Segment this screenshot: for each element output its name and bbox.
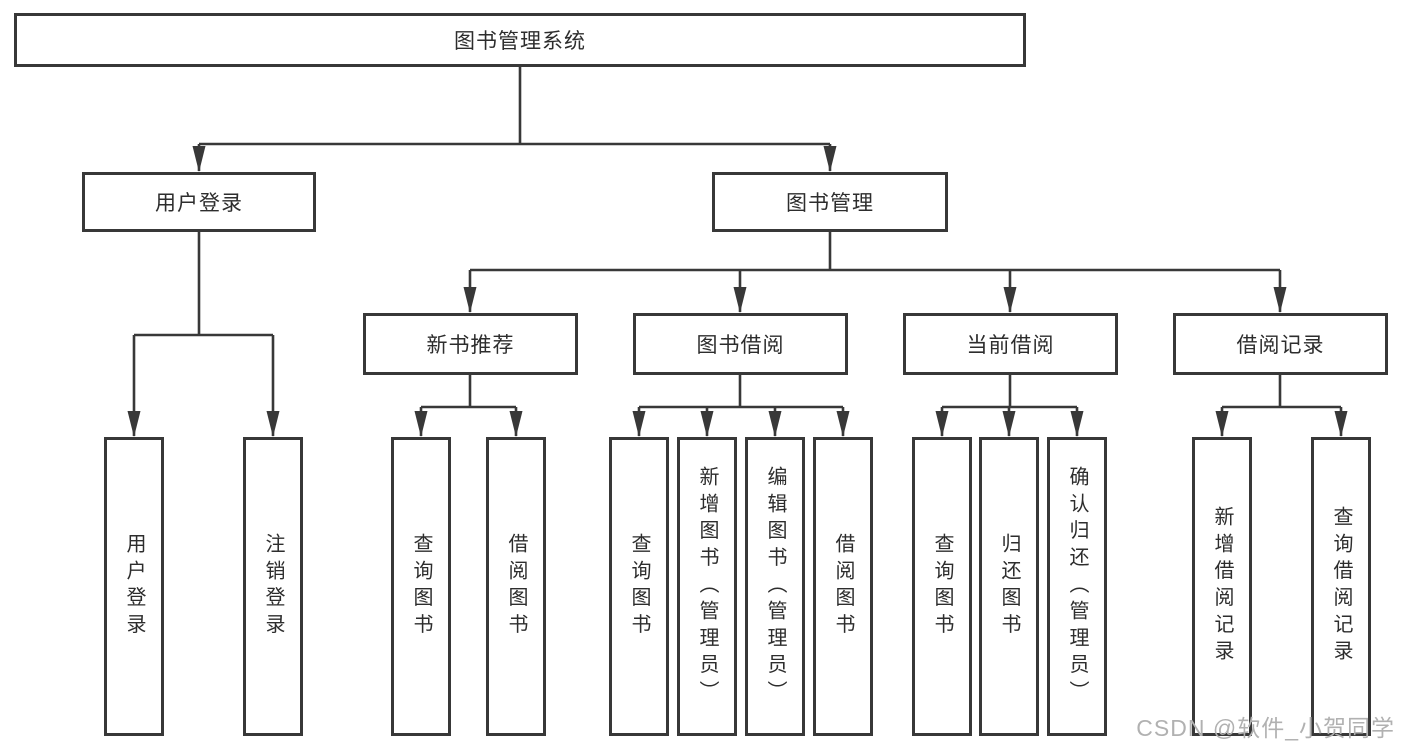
leaf-add-borrow-record: 新增借阅记录 <box>1192 437 1252 736</box>
node-user-login-module: 用户登录 <box>82 172 316 232</box>
node-root-system: 图书管理系统 <box>14 13 1026 67</box>
leaf-label: 编辑图书（管理员） <box>764 465 786 708</box>
node-new-book-recommend: 新书推荐 <box>363 313 578 375</box>
leaf-query-books-recommend: 查询图书 <box>391 437 451 736</box>
node-root-label: 图书管理系统 <box>454 30 586 53</box>
node-label: 图书借阅 <box>696 334 785 357</box>
leaf-label: 新增借阅记录 <box>1211 506 1233 667</box>
node-label: 当前借阅 <box>966 334 1055 357</box>
node-borrowing-records: 借阅记录 <box>1173 313 1388 375</box>
csdn-watermark: CSDN @软件_小贺同学 <box>1136 715 1395 741</box>
leaf-add-book-admin: 新增图书（管理员） <box>677 437 737 736</box>
node-book-borrowing: 图书借阅 <box>633 313 848 375</box>
leaf-borrow-books-recommend: 借阅图书 <box>486 437 546 736</box>
node-book-management-module: 图书管理 <box>712 172 948 232</box>
leaf-query-books-current: 查询图书 <box>912 437 972 736</box>
leaf-return-book: 归还图书 <box>979 437 1039 736</box>
leaf-label: 查询图书 <box>931 532 953 641</box>
node-current-borrowing: 当前借阅 <box>903 313 1118 375</box>
leaf-label: 借阅图书 <box>832 532 854 641</box>
leaf-label: 归还图书 <box>998 532 1020 641</box>
leaf-label: 查询借阅记录 <box>1330 506 1352 667</box>
node-label: 新书推荐 <box>426 334 515 357</box>
leaf-label: 确认归还（管理员） <box>1066 465 1088 708</box>
leaf-edit-book-admin: 编辑图书（管理员） <box>745 437 805 736</box>
leaf-query-books-borrow: 查询图书 <box>609 437 669 736</box>
node-label: 借阅记录 <box>1236 334 1325 357</box>
leaf-user-login: 用户登录 <box>104 437 164 736</box>
leaf-borrow-books: 借阅图书 <box>813 437 873 736</box>
leaf-label: 新增图书（管理员） <box>696 465 718 708</box>
leaf-label: 注销登录 <box>262 532 284 641</box>
leaf-label: 用户登录 <box>123 532 145 641</box>
node-label: 图书管理 <box>786 192 874 215</box>
leaf-logout: 注销登录 <box>243 437 303 736</box>
leaf-query-borrow-record: 查询借阅记录 <box>1311 437 1371 736</box>
leaf-label: 查询图书 <box>628 532 650 641</box>
leaf-label: 查询图书 <box>410 532 432 641</box>
node-label: 用户登录 <box>155 192 243 215</box>
leaf-label: 借阅图书 <box>505 532 527 641</box>
leaf-confirm-return-admin: 确认归还（管理员） <box>1047 437 1107 736</box>
